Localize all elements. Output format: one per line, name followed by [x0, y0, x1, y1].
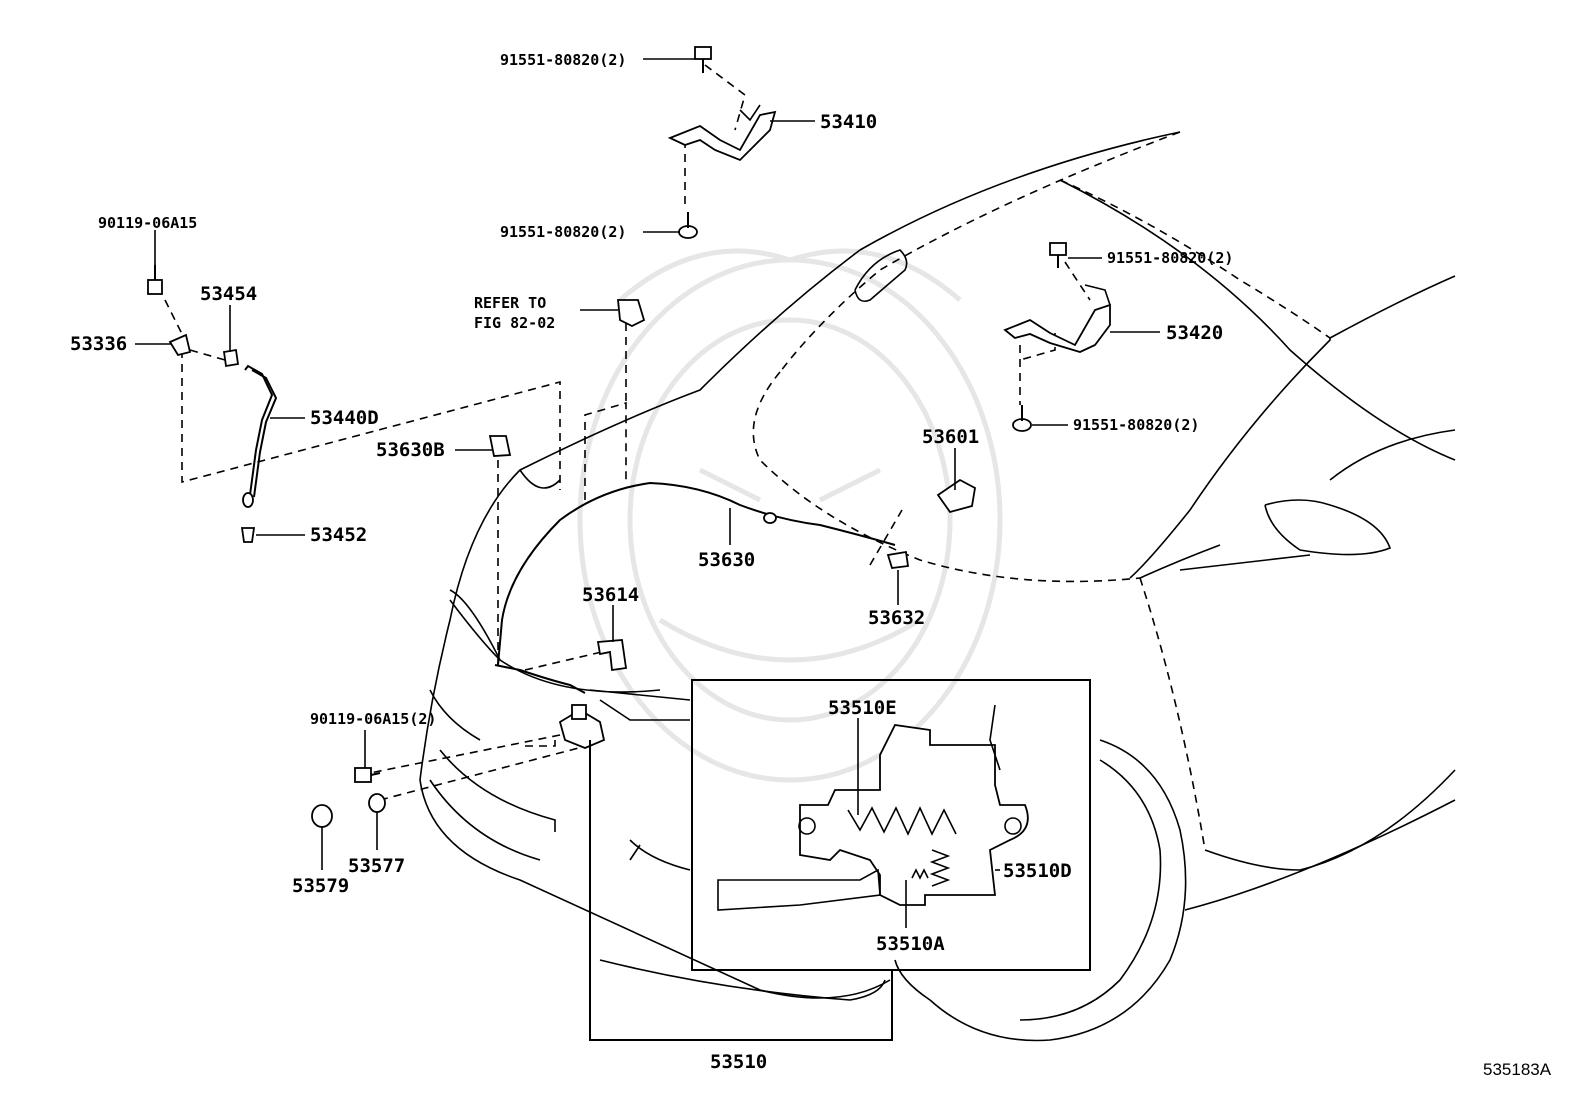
hood-lock-part	[558, 704, 606, 749]
support-holder-part	[222, 348, 240, 368]
leader-lines	[135, 58, 1160, 928]
cushion-part	[311, 804, 333, 828]
label-cable-clamp: 53632	[868, 607, 925, 629]
clip-icon	[488, 435, 512, 457]
hood-lock-detail-drawing	[717, 704, 1029, 911]
hood-hinge-left	[667, 104, 777, 162]
label-release-cable: 53630	[698, 549, 755, 571]
label-support-bracket: 53336	[70, 333, 127, 355]
label-hinge-left: 53410	[820, 111, 877, 133]
bolt-icon	[354, 767, 381, 783]
support-rod-part	[242, 364, 278, 508]
release-cable-part	[494, 481, 896, 694]
refer-note-line2: FIG 82-02	[474, 314, 555, 332]
label-cable-clamp-b: 53630B	[376, 439, 445, 461]
label-bolt-lock: 90119-06A15(2)	[310, 710, 436, 728]
label-lock-spring-d: 53510D	[1003, 860, 1072, 882]
label-rod-grommet: 53452	[310, 524, 367, 546]
refer-note-line1: REFER TO	[474, 294, 546, 312]
lock-nut-part	[368, 793, 386, 813]
bolt-icon	[147, 265, 163, 295]
label-lock-spring-e: 53510E	[828, 697, 897, 719]
label-support-holder: 53454	[200, 283, 257, 305]
support-bracket-part	[168, 333, 192, 357]
label-hood-lock: 53510	[710, 1051, 767, 1073]
vehicle-outline	[419, 131, 1456, 1042]
label-release-handle: 53601	[922, 426, 979, 448]
label-bolt-hinge-upper-bottom: 91551-80820(2)	[500, 223, 626, 241]
samurai-mask-watermark-icon	[577, 248, 1003, 783]
label-hinge-right: 53420	[1166, 322, 1223, 344]
diagram-id: 535183A	[1483, 1060, 1552, 1079]
bolt-icon	[1012, 405, 1032, 432]
hood-lock-bracket-line	[589, 740, 893, 1041]
bolt-icon	[1049, 242, 1067, 268]
hood-hinge-right	[1003, 284, 1111, 353]
label-lock-nut: 53577	[348, 855, 405, 877]
label-support-rod: 53440D	[310, 407, 379, 429]
label-cushion: 53579	[292, 875, 349, 897]
grommet-part	[240, 527, 256, 543]
label-cable-bracket: 53614	[582, 584, 639, 606]
bolt-icon	[694, 46, 712, 73]
label-bolt-support: 90119-06A15	[98, 214, 197, 232]
cable-bracket-part	[596, 639, 628, 672]
release-handle-part	[936, 478, 976, 514]
label-bolt-hinge-right-bottom: 91551-80820(2)	[1073, 416, 1199, 434]
clip-icon	[886, 550, 910, 569]
label-bolt-hinge-upper-top: 91551-80820(2)	[500, 51, 626, 69]
label-lock-spring-a: 53510A	[876, 933, 945, 955]
clip-icon	[617, 299, 646, 328]
bolt-icon	[678, 212, 698, 239]
label-bolt-hinge-right-top: 91551-80820(2)	[1107, 249, 1233, 267]
